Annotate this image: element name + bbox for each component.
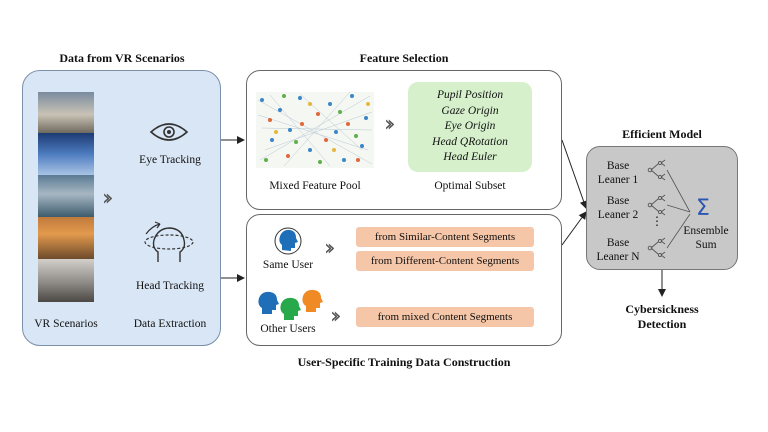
base-learner-1-label: Base Leaner 1 (597, 160, 639, 186)
mixed-content-segments-tag: from mixed Content Segments (356, 307, 534, 327)
other-users-label: Other Users (260, 323, 316, 335)
ensemble-sum-label: Ensemble Sum (683, 225, 729, 251)
base-learner-n-label: Base Leaner N (596, 237, 640, 263)
subset-item-pupil-position: Pupil Position (436, 89, 504, 101)
double-chevron-icon: ›› (330, 304, 341, 329)
feature-selection-title: Feature Selection (359, 51, 449, 65)
same-user-label: Same User (262, 259, 314, 271)
scene-arena-thumbnail (38, 217, 94, 259)
efficient-model-title: Efficient Model (622, 127, 702, 141)
base-learner-2-label: Base Leaner 2 (597, 195, 639, 221)
arrow-training-to-model (561, 211, 587, 246)
head-tracking-label: Head Tracking (135, 280, 205, 292)
mixed-feature-pool-label: Mixed Feature Pool (269, 180, 361, 192)
similar-content-segments-tag: from Similar-Content Segments (356, 227, 534, 247)
scene-rollercoaster-thumbnail (38, 175, 94, 217)
subset-item-eye-origin: Eye Origin (444, 120, 496, 132)
scene-room-thumbnail (38, 259, 94, 302)
eye-tracking-label: Eye Tracking (139, 154, 201, 166)
learner-ellipsis: ⋮ (651, 214, 663, 228)
cybersickness-detection-label: Cybersickness Detection (625, 302, 699, 331)
subset-item-head-qrotation: Head QRotation (432, 135, 508, 148)
double-chevron-icon: ›› (384, 112, 395, 137)
subset-item-head-euler: Head Euler (443, 151, 497, 163)
optimal-subset-label: Optimal Subset (434, 180, 506, 192)
vr-scenario-thumbnails (38, 92, 94, 302)
data-extraction-label: Data Extraction (133, 318, 207, 330)
training-data-title: User-Specific Training Data Construction (297, 355, 511, 369)
arrow-feature-to-model (561, 139, 588, 209)
vr-scenarios-label: VR Scenarios (34, 318, 98, 330)
subset-item-gaze-origin: Gaze Origin (441, 104, 499, 117)
vr-panel-title: Data from VR Scenarios (59, 51, 185, 65)
sum-symbol: Σ (696, 196, 710, 221)
double-chevron-icon: ›› (102, 186, 113, 211)
double-chevron-icon: ›› (324, 236, 335, 261)
scene-street-thumbnail (38, 92, 94, 133)
optimal-subset-box: Pupil Position Gaze Origin Eye Origin He… (408, 82, 532, 172)
scene-sky-thumbnail (38, 133, 94, 175)
different-content-segments-tag: from Different-Content Segments (356, 251, 534, 271)
